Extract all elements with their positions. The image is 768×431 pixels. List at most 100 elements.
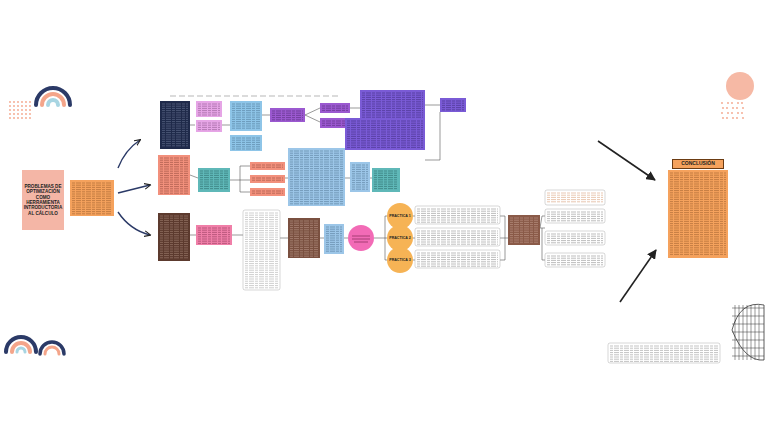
text-box (508, 215, 540, 245)
text-box (243, 210, 280, 290)
text-box (415, 206, 500, 224)
circle-ornament (726, 72, 754, 100)
dot (25, 117, 27, 119)
text-box (250, 188, 285, 196)
text-box (196, 225, 232, 245)
text-box (372, 168, 400, 192)
dot (732, 117, 734, 119)
dot (727, 112, 729, 114)
text-box (288, 218, 320, 258)
dot (727, 102, 729, 104)
text-box (415, 250, 500, 268)
dot (17, 105, 19, 107)
title-box: PROBLEMAS DE OPTIMIZACIÓN COMO HERRAMIEN… (22, 170, 64, 230)
text-box (196, 120, 222, 132)
text-box (350, 162, 370, 192)
text-box (345, 118, 425, 150)
text-box (545, 231, 605, 245)
text-box (415, 228, 500, 246)
dot (742, 107, 744, 109)
text-lines (352, 236, 370, 242)
dot (21, 105, 23, 107)
text-box (250, 162, 285, 170)
text-box (668, 170, 728, 258)
text-box (198, 168, 230, 192)
dot (21, 113, 23, 115)
text-box (196, 101, 222, 117)
dot (737, 112, 739, 114)
dot (25, 105, 27, 107)
node-text: CONCLUSIÓN (681, 161, 715, 167)
dot (736, 117, 738, 119)
dot (9, 109, 11, 111)
title-box: CONCLUSIÓN (672, 159, 724, 169)
dot (17, 117, 19, 119)
node-text: PROBLEMAS DE OPTIMIZACIÓN COMO HERRAMIEN… (23, 184, 63, 216)
dot (29, 113, 31, 115)
big-arrow (620, 250, 656, 302)
dot (721, 112, 723, 114)
grid-ornament (732, 304, 764, 360)
text-box (545, 253, 605, 267)
dot (21, 117, 23, 119)
dot (9, 101, 11, 103)
dot (21, 101, 23, 103)
dot (13, 105, 15, 107)
text-box (250, 175, 285, 183)
dot (736, 107, 738, 109)
dot (29, 105, 31, 107)
text-box (440, 98, 466, 112)
dot (722, 117, 724, 119)
node-text: PRACTICA 3 (389, 258, 410, 262)
text-box (320, 103, 350, 113)
text-box (608, 343, 720, 363)
dot (29, 117, 31, 119)
dot (17, 113, 19, 115)
rainbow-ornament (6, 88, 70, 354)
dot (13, 113, 15, 115)
text-box (545, 209, 605, 223)
dot (731, 102, 733, 104)
text-box (230, 135, 262, 151)
text-box (158, 155, 190, 195)
dot (721, 102, 723, 104)
dot (726, 117, 728, 119)
node-text: PRACTICA 1 (389, 214, 410, 218)
dot (29, 101, 31, 103)
dot (17, 101, 19, 103)
text-boxes (70, 90, 728, 363)
text-box (288, 148, 345, 206)
dot (741, 102, 743, 104)
text-box (545, 190, 605, 205)
dot (13, 101, 15, 103)
circle-node: PRACTICA 3 (387, 247, 413, 273)
dot (722, 107, 724, 109)
dot (25, 101, 27, 103)
dot (13, 117, 15, 119)
dot (731, 112, 733, 114)
dot (25, 109, 27, 111)
dot (9, 117, 11, 119)
dot (17, 109, 19, 111)
text-box (270, 108, 305, 122)
dot (9, 113, 11, 115)
dot (732, 107, 734, 109)
map-lines (118, 105, 545, 260)
text-box (160, 101, 190, 149)
text-box (70, 180, 114, 216)
text-box (324, 224, 344, 254)
node-text: PRACTICA 2 (389, 236, 410, 240)
dot (737, 102, 739, 104)
dot (9, 105, 11, 107)
big-arrow (598, 141, 655, 180)
dot (742, 117, 744, 119)
dot (25, 113, 27, 115)
dot (741, 112, 743, 114)
dot (13, 109, 15, 111)
text-box (158, 213, 190, 261)
dot (21, 109, 23, 111)
dashed-line (170, 96, 340, 97)
dot (29, 109, 31, 111)
dot (726, 107, 728, 109)
